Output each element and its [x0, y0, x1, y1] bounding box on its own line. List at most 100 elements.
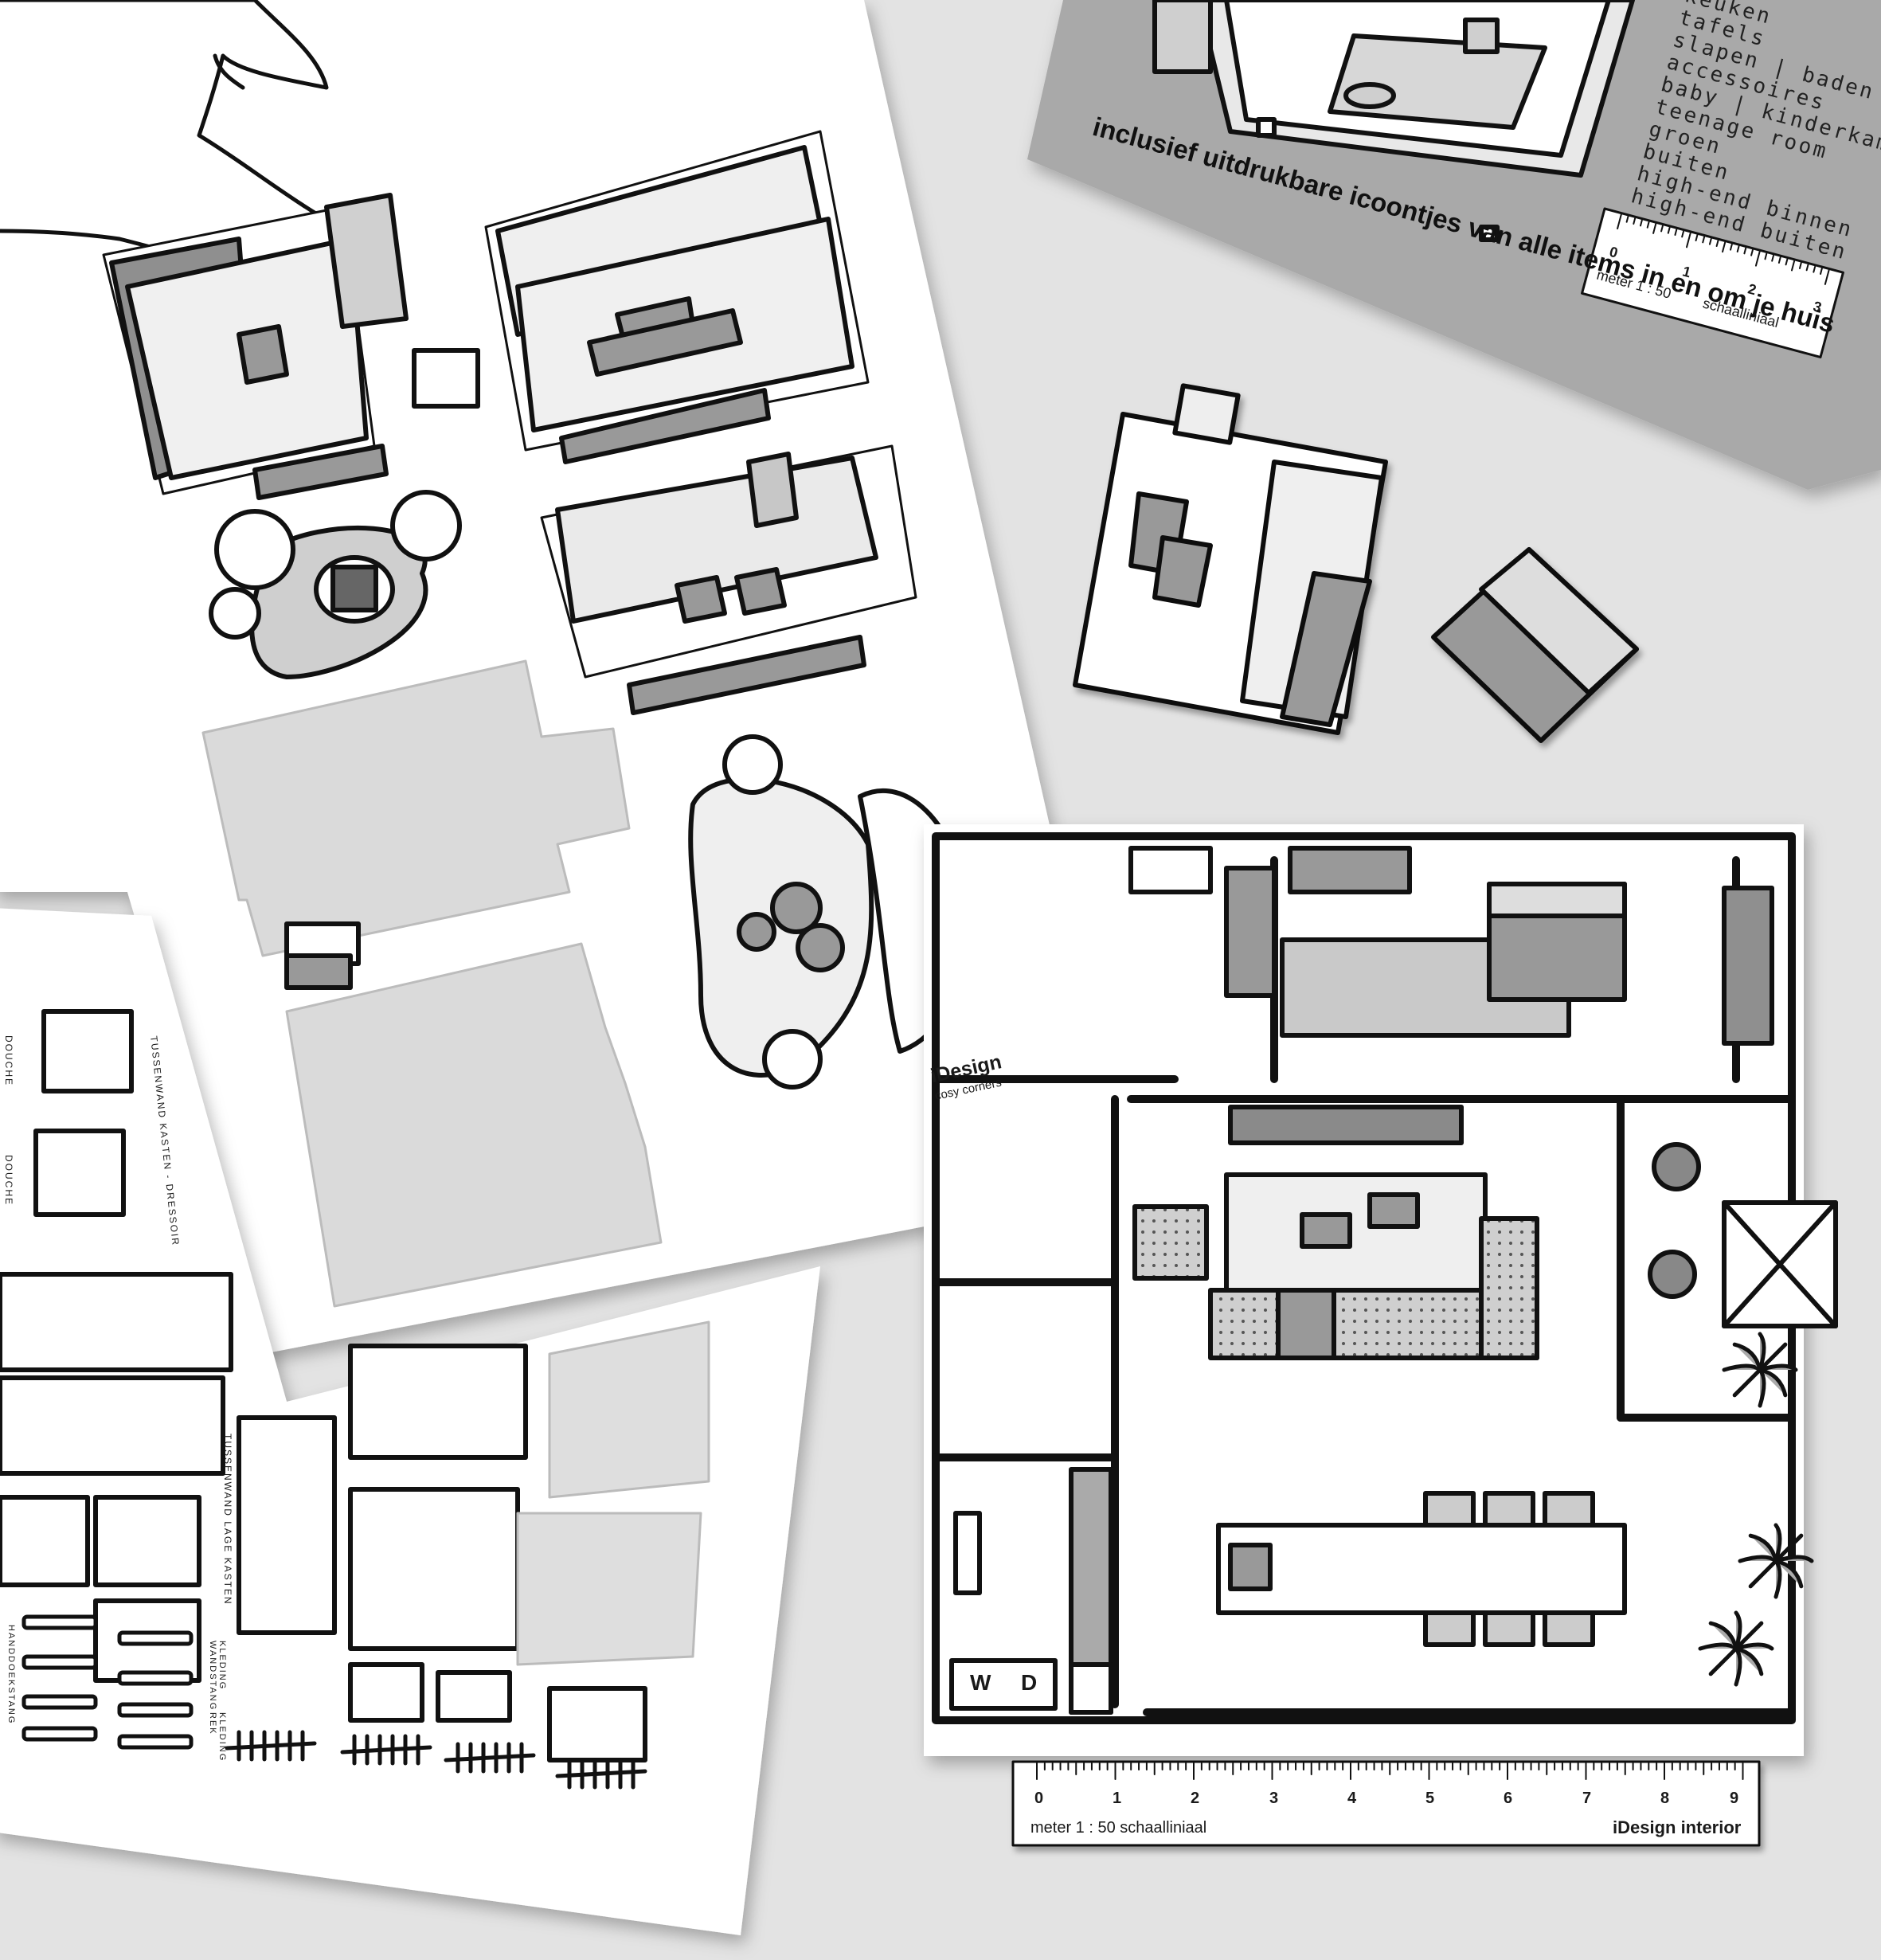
booklet-ruler-tick-mark [1743, 247, 1747, 255]
booklet-ruler-tick-mark [1667, 226, 1671, 234]
label-douche: DOUCHE [3, 1035, 14, 1087]
towel-bar-icon [117, 1670, 194, 1686]
booklet-ruler-tick-mark [1820, 268, 1823, 275]
label-douche-2: DOUCHE [3, 1155, 14, 1207]
towel-bar-icon [22, 1726, 98, 1742]
booklet-ruler-tick-mark [1785, 258, 1789, 266]
plant-leaf-icon [1758, 1342, 1788, 1372]
label-tussenwand-lage: TUSSENWAND LAGE KASTEN [222, 1434, 233, 1606]
booklet-ruler-tick-mark [1646, 221, 1650, 229]
laundry-w-label: W [970, 1670, 991, 1695]
main-ruler-ticks [1036, 1762, 1744, 1780]
towel-bar-icon [117, 1702, 194, 1718]
booklet-ruler-tick-1: 1 [1680, 263, 1693, 281]
cosy-icon-living-1 [102, 193, 409, 500]
cosy-icon-living-2 [412, 130, 870, 464]
plant-leaf-icon [1773, 1523, 1782, 1563]
booklet-ruler-tick-mark [1777, 256, 1781, 264]
plant-icons [1698, 1332, 1814, 1687]
booklet-ruler-tick-mark [1764, 252, 1768, 260]
ruler-tick-3: 3 [1269, 1790, 1279, 1807]
booklet-ruler-tick-mark [1695, 234, 1699, 242]
plant-leaf-icon [1758, 1332, 1766, 1372]
ruler-tick-1: 1 [1113, 1790, 1122, 1807]
main-ruler-caption: meter 1 : 50 schaalliniaal [1030, 1819, 1207, 1837]
booklet-ruler-tick-mark [1625, 215, 1629, 223]
booklet-ruler-tick-mark [1702, 236, 1706, 244]
main-ruler-brand: iDesign interior [1613, 1817, 1742, 1837]
booklet-ruler-tick-mark [1798, 262, 1802, 269]
ruler-tick-8: 8 [1660, 1790, 1670, 1807]
towel-bar-icon [22, 1614, 98, 1630]
booklet-ruler-tick-mark [1686, 232, 1691, 248]
plant-leaf-icon [1734, 1646, 1742, 1687]
booklet-ruler-tick-mark [1730, 243, 1733, 251]
booklet-ruler-tick-mark [1640, 219, 1643, 227]
plant-leaf-icon [1773, 1533, 1804, 1563]
ruler-tick-9: 9 [1730, 1790, 1739, 1807]
cutout-piece-bed [1431, 547, 1639, 743]
ruler-tick-5: 5 [1425, 1790, 1435, 1807]
booklet-ruler-tick-mark [1813, 265, 1816, 273]
booklet-ruler-tick-2: 2 [1746, 280, 1758, 299]
rack-icons [22, 1614, 647, 1790]
plant-leaf-icon [1734, 1610, 1742, 1651]
booklet-ruler-tick-mark [1652, 223, 1657, 234]
plant-leaf-icon [1773, 1555, 1814, 1563]
floorplan-furniture [949, 846, 1838, 1715]
ruler-tick-6: 6 [1504, 1790, 1513, 1807]
ruler-tick-7: 7 [1582, 1790, 1592, 1807]
booklet-ruler-tick-mark [1722, 241, 1727, 253]
laundry-d-label: D [1021, 1670, 1038, 1695]
clothing-rack-icon [225, 1741, 317, 1751]
booklet-ruler-tick-mark [1790, 260, 1796, 272]
booklet-ruler-tick-mark [1708, 237, 1712, 245]
booklet-ruler-tick-mark [1805, 264, 1809, 272]
towel-bar-icon [22, 1654, 98, 1670]
plant-leaf-icon [1734, 1621, 1764, 1651]
booklet-ruler-tick-mark [1736, 245, 1740, 252]
booklet-ruler-tick-mark [1824, 269, 1830, 285]
ruler-tick-4: 4 [1347, 1790, 1357, 1807]
booklet-room-drawing [1152, 0, 1635, 242]
booklet-ruler-tick-mark [1715, 240, 1719, 247]
booklet-ruler-caption-right: schaalliniaal [1701, 295, 1781, 331]
plant-leaf-icon [1722, 1363, 1762, 1372]
plant-leaf-icon [1734, 1642, 1774, 1651]
booklet-ruler-tick-mark [1681, 230, 1684, 238]
plant-leaf-icon [1773, 1559, 1782, 1599]
plant-leaf-icon [1738, 1555, 1778, 1563]
clothing-rack-icon [340, 1745, 432, 1755]
main-ruler-labels: 0 1 2 3 4 5 6 7 8 9 meter 1 : 50 schaall… [1013, 1762, 1759, 1845]
booklet-ruler-tick-mark [1754, 251, 1761, 267]
ruler-tick-0: 0 [1034, 1790, 1044, 1807]
label-kleding-rek: KLEDING REK [208, 1712, 227, 1762]
booklet-ruler-tick-mark [1750, 248, 1754, 256]
label-handdoekstang: HANDDOEKSTANG [6, 1625, 16, 1725]
plant-leaf-icon [1734, 1646, 1764, 1676]
cutout-piece-living [1073, 383, 1388, 735]
booklet-ruler-tick-0: 0 [1607, 243, 1620, 261]
booklet-ruler-tick-mark [1771, 254, 1774, 262]
bath-sheet-icons [0, 921, 710, 1762]
towel-bar-icon [117, 1630, 194, 1646]
plant-leaf-icon [1773, 1559, 1804, 1589]
plant-leaf-icon [1698, 1642, 1738, 1651]
booklet-ruler-caption: meter 1 : 50 [1594, 266, 1673, 302]
cosy-icon-living-3 [540, 444, 917, 715]
towel-bar-icon [117, 1734, 194, 1750]
booklet-ruler [1581, 207, 1844, 358]
booklet-ruler-tick-mark [1633, 217, 1637, 225]
cosy-icon-lounge-chairs [209, 490, 462, 679]
clothing-rack-icon [444, 1753, 536, 1762]
booklet-ruler-tick-mark [1660, 225, 1664, 233]
plant-leaf-icon [1758, 1363, 1798, 1372]
booklet-ruler-tick-3: 3 [1811, 298, 1824, 316]
main-ruler [1011, 1760, 1761, 1847]
ruler-tick-2: 2 [1191, 1790, 1200, 1807]
booklet-ruler-tick-mark [1617, 213, 1622, 230]
clothing-rack-icon [555, 1769, 647, 1778]
booklet-ruler-tick-mark [1674, 229, 1678, 237]
